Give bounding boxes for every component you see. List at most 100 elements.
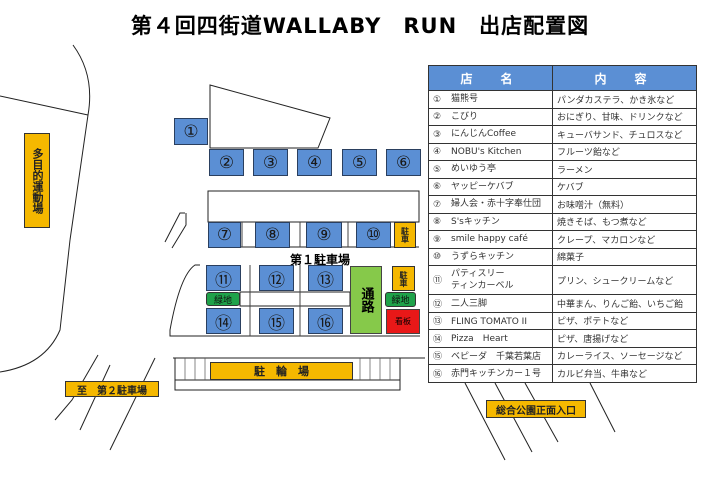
table-row: ⑪ パティスリー ティンカーベル プリン、シュークリームなど xyxy=(428,265,697,295)
booth-4[interactable]: ④ xyxy=(297,149,332,176)
shop-content: フルーツ飴など xyxy=(552,142,697,161)
shop-number: ⑨ xyxy=(433,234,442,245)
signboard: 看板 xyxy=(386,309,420,334)
shop-name-cell: ⑫ 二人三脚 xyxy=(428,294,553,313)
table-row: ① 猫熊号 パンダカステラ、かき氷など xyxy=(428,90,697,109)
shop-name-cell: ⑬ FLING TOMATO II xyxy=(428,311,553,330)
shop-number: ⑬ xyxy=(433,317,443,327)
shop-name: にんじんCoffee xyxy=(451,129,517,140)
booth-9[interactable]: ⑨ xyxy=(306,222,342,248)
shop-name-cell: ⑪ パティスリー ティンカーベル xyxy=(428,265,553,295)
shop-number: ⑧ xyxy=(433,217,442,228)
shop-name-cell: ③ にんじんCoffee xyxy=(428,125,553,144)
booth-2[interactable]: ② xyxy=(209,149,244,176)
shop-number: ① xyxy=(433,94,442,105)
booth-16[interactable]: ⑯ xyxy=(308,308,343,334)
shop-name-cell: ⑦ 婦人会・赤十字奉仕団 xyxy=(428,195,553,214)
shop-name: ヤッピーケバブ xyxy=(451,181,514,192)
booth-5[interactable]: ⑤ xyxy=(342,149,377,176)
table-row: ⑫ 二人三脚 中華まん、りんご飴、いちご飴 xyxy=(428,294,697,313)
table-row: ⑤ めいゆう亭 ラーメン xyxy=(428,160,697,179)
page-title: 第４回四街道WALLABY RUN 出店配置図 xyxy=(130,14,590,38)
booth-1[interactable]: ① xyxy=(174,118,208,145)
booth-10[interactable]: ⑩ xyxy=(356,222,391,248)
booth-15[interactable]: ⑮ xyxy=(259,308,294,334)
booth-6[interactable]: ⑥ xyxy=(386,149,421,176)
shop-name: 赤門キッチンカー１号 xyxy=(451,369,542,379)
shop-number: ⑯ xyxy=(433,369,443,380)
shop-name-cell: ⑤ めいゆう亭 xyxy=(428,160,553,179)
sports-field-label: 多目的運動場 xyxy=(24,133,50,228)
booth-7[interactable]: ⑦ xyxy=(208,222,241,248)
shop-name-cell: ⑧ S'sキッチン xyxy=(428,212,553,231)
shop-content: ピザ、唐揚げなど xyxy=(552,329,697,348)
bicycle-parking-label: 駐 輪 場 xyxy=(210,362,353,380)
shop-name: ベピーダ 千葉若葉店 xyxy=(451,351,542,362)
shop-name: めいゆう亭 xyxy=(451,164,497,175)
shop-number: ⑤ xyxy=(433,164,442,175)
shop-number: ⑪ xyxy=(433,275,443,286)
header-shop-name: 店 名 xyxy=(428,65,553,91)
shop-content: ラーメン xyxy=(552,160,697,179)
shop-number: ⑦ xyxy=(433,199,442,210)
shop-number: ② xyxy=(433,112,442,123)
shop-content: 焼きそば、もつ煮など xyxy=(552,212,697,231)
shop-name-cell: ⑩ うずらキッチン xyxy=(428,247,553,266)
shop-name: FLING TOMATO II xyxy=(451,316,527,327)
booth-12[interactable]: ⑫ xyxy=(259,265,294,291)
booth-13[interactable]: ⑬ xyxy=(308,265,343,291)
booth-11[interactable]: ⑪ xyxy=(206,265,241,291)
green-area-left: 緑地 xyxy=(206,292,240,306)
shop-content: プリン、シュークリームなど xyxy=(552,265,697,295)
shop-content: おにぎり、甘味、ドリンクなど xyxy=(552,107,697,126)
passage: 通路 xyxy=(350,266,382,334)
shop-name-cell: ⑯ 赤門キッチンカー１号 xyxy=(428,364,553,383)
shop-name-cell: ⑨ smile happy café xyxy=(428,230,553,249)
parking-1-label: 第１駐車場 xyxy=(290,253,351,267)
to-parking-2-label: 至 第２駐車場 xyxy=(65,381,159,397)
booth-8[interactable]: ⑧ xyxy=(255,222,290,248)
table-row: ⑩ うずらキッチン 綿菓子 xyxy=(428,247,697,266)
shop-number: ⑭ xyxy=(433,334,443,345)
shop-name: 婦人会・赤十字奉仕団 xyxy=(451,199,542,210)
booth-3[interactable]: ③ xyxy=(253,149,288,176)
shop-content: 中華まん、りんご飴、いちご飴 xyxy=(552,294,697,313)
shop-name: うずらキッチン xyxy=(451,251,515,262)
shop-content: パンダカステラ、かき氷など xyxy=(552,90,697,109)
shop-content: ピザ、ポテトなど xyxy=(552,311,697,330)
shop-content: カレーライス、ソーセージなど xyxy=(552,346,697,365)
shop-number: ⑫ xyxy=(433,299,443,310)
shop-name: 二人三脚 xyxy=(451,299,488,309)
shop-content: ケバブ xyxy=(552,177,697,196)
shop-number: ③ xyxy=(433,129,442,140)
shop-name: パティスリー ティンカーベル xyxy=(451,269,514,291)
green-area-right: 緑地 xyxy=(385,292,416,307)
table-row: ③ にんじんCoffee キューバサンド、チュロスなど xyxy=(428,125,697,144)
shop-name: S'sキッチン xyxy=(451,216,500,227)
shop-number: ⑩ xyxy=(433,252,442,263)
shop-content: 綿菓子 xyxy=(552,247,697,266)
parking-label-upper: 駐車 xyxy=(394,222,416,248)
shop-content: キューバサンド、チュロスなど xyxy=(552,125,697,144)
shop-number: ④ xyxy=(433,147,442,158)
table-row: ⑬ FLING TOMATO II ピザ、ポテトなど xyxy=(428,311,697,330)
shop-content: お味噌汁（無料） xyxy=(552,195,697,214)
booth-14[interactable]: ⑭ xyxy=(206,308,241,334)
shop-name: smile happy café xyxy=(451,234,528,245)
park-entrance-label: 総合公園正面入口 xyxy=(486,400,586,418)
header-content: 内 容 xyxy=(552,65,697,91)
shop-name: 猫熊号 xyxy=(451,94,479,105)
table-row: ⑦ 婦人会・赤十字奉仕団お味噌汁（無料） xyxy=(428,195,697,214)
